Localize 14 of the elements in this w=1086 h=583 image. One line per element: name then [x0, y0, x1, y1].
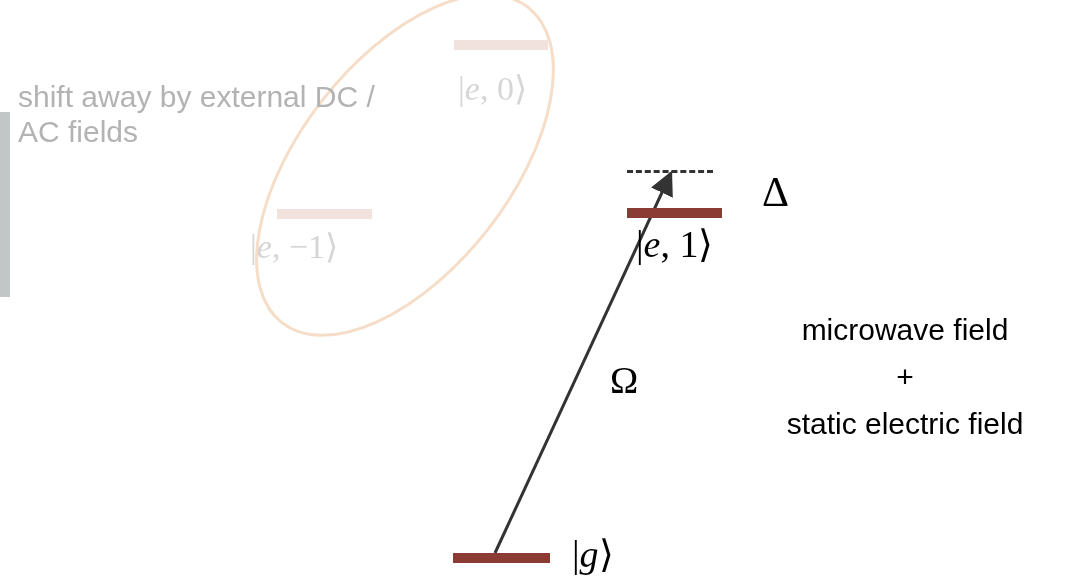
- field-note: static electric field: [785, 407, 1025, 442]
- virtual-level-line: [627, 170, 713, 173]
- energy-level-bar: [277, 209, 372, 219]
- state-label: |e, 1⟩: [636, 222, 714, 266]
- energy-level-bar: [454, 40, 548, 50]
- note-text: shift away by external DC / AC fields: [18, 80, 376, 149]
- transition-arrow: [493, 170, 673, 554]
- detuning-symbol: Δ: [762, 168, 790, 217]
- energy-level-bar: [453, 553, 550, 563]
- energy-level-bar: [627, 208, 722, 218]
- state-label: |g⟩: [572, 532, 614, 576]
- plus-sign: +: [895, 360, 915, 395]
- edge-label: Ω: [610, 358, 639, 402]
- field-note: microwave field: [800, 313, 1010, 348]
